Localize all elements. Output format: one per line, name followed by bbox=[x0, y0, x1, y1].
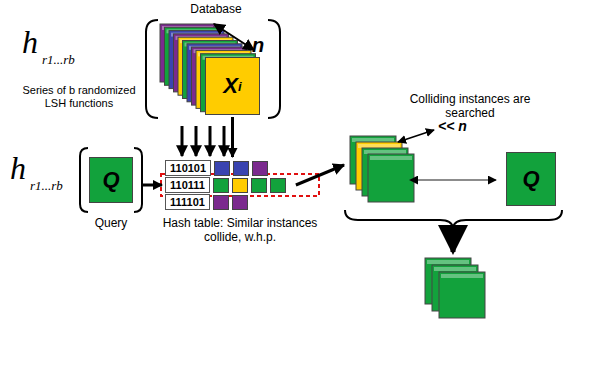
square-shine bbox=[427, 260, 469, 264]
hash-key: 110101 bbox=[165, 160, 211, 176]
query-square: Q bbox=[89, 157, 133, 203]
bucket-instance bbox=[232, 178, 248, 193]
label: h bbox=[22, 24, 38, 61]
symbol-letter: X bbox=[223, 73, 238, 99]
bracket bbox=[80, 148, 88, 212]
retrieve-arrow bbox=[296, 165, 344, 185]
result-stack bbox=[425, 258, 485, 318]
connector-arrow bbox=[231, 117, 234, 157]
hash-table: Hash table: Similar instances collide, w… bbox=[165, 160, 315, 211]
label: r1...rb bbox=[30, 178, 63, 193]
hash-key: 110111 bbox=[165, 177, 210, 193]
bracket bbox=[146, 20, 158, 118]
hash-bucket: 110101 bbox=[165, 160, 315, 176]
hash-key: 111101 bbox=[165, 194, 210, 210]
bucket-instance bbox=[251, 178, 267, 193]
square-shine bbox=[364, 150, 406, 154]
instance-square: Xi bbox=[205, 57, 260, 115]
result-arrow bbox=[451, 231, 456, 252]
label: h bbox=[10, 150, 26, 187]
bucket-instance bbox=[213, 178, 229, 193]
subscript: i bbox=[238, 79, 242, 94]
hash-arrows bbox=[182, 126, 224, 156]
connector-arrow bbox=[143, 184, 162, 187]
query-square: Q bbox=[506, 152, 556, 206]
square-shine bbox=[441, 274, 483, 278]
hash-arrow bbox=[223, 126, 226, 156]
bucket-instance bbox=[232, 195, 248, 210]
hash-bucket: 111101 bbox=[165, 194, 315, 210]
label: Query bbox=[81, 216, 141, 230]
square-shine bbox=[370, 156, 412, 160]
bucket-instance bbox=[233, 161, 249, 176]
colliding-stack bbox=[350, 136, 414, 202]
hash-arrow bbox=[181, 126, 184, 156]
square-shine bbox=[358, 144, 400, 148]
highlight-box bbox=[161, 174, 319, 196]
square-shine bbox=[434, 267, 476, 271]
label: n bbox=[252, 34, 264, 57]
square-shine bbox=[352, 138, 394, 142]
bracket bbox=[268, 20, 280, 118]
hash-arrow bbox=[195, 126, 198, 156]
brace bbox=[345, 210, 562, 228]
bucket-instance bbox=[214, 161, 230, 176]
symbol-letter: Q bbox=[522, 166, 539, 192]
bucket-instance bbox=[213, 195, 229, 210]
bracket bbox=[134, 148, 142, 212]
label: << n bbox=[438, 118, 467, 134]
table-caption: Hash table: Similar instances collide, w… bbox=[155, 216, 325, 244]
instance-square bbox=[368, 154, 414, 202]
compare-arrow bbox=[410, 179, 496, 181]
hash-bucket: 110111 bbox=[165, 177, 315, 193]
label: Database bbox=[176, 2, 256, 16]
hash-arrow bbox=[209, 126, 212, 156]
label: Colliding instances are searched bbox=[400, 92, 540, 120]
dimension-arrow bbox=[398, 130, 434, 142]
bucket-instance bbox=[252, 161, 268, 176]
bucket-instance bbox=[270, 178, 286, 193]
symbol-letter: Q bbox=[102, 167, 119, 193]
instance-square bbox=[439, 272, 485, 318]
dimension-arrow bbox=[214, 24, 254, 50]
label: Series of b randomized LSH functions bbox=[20, 84, 138, 110]
label: r1...rb bbox=[42, 52, 75, 67]
